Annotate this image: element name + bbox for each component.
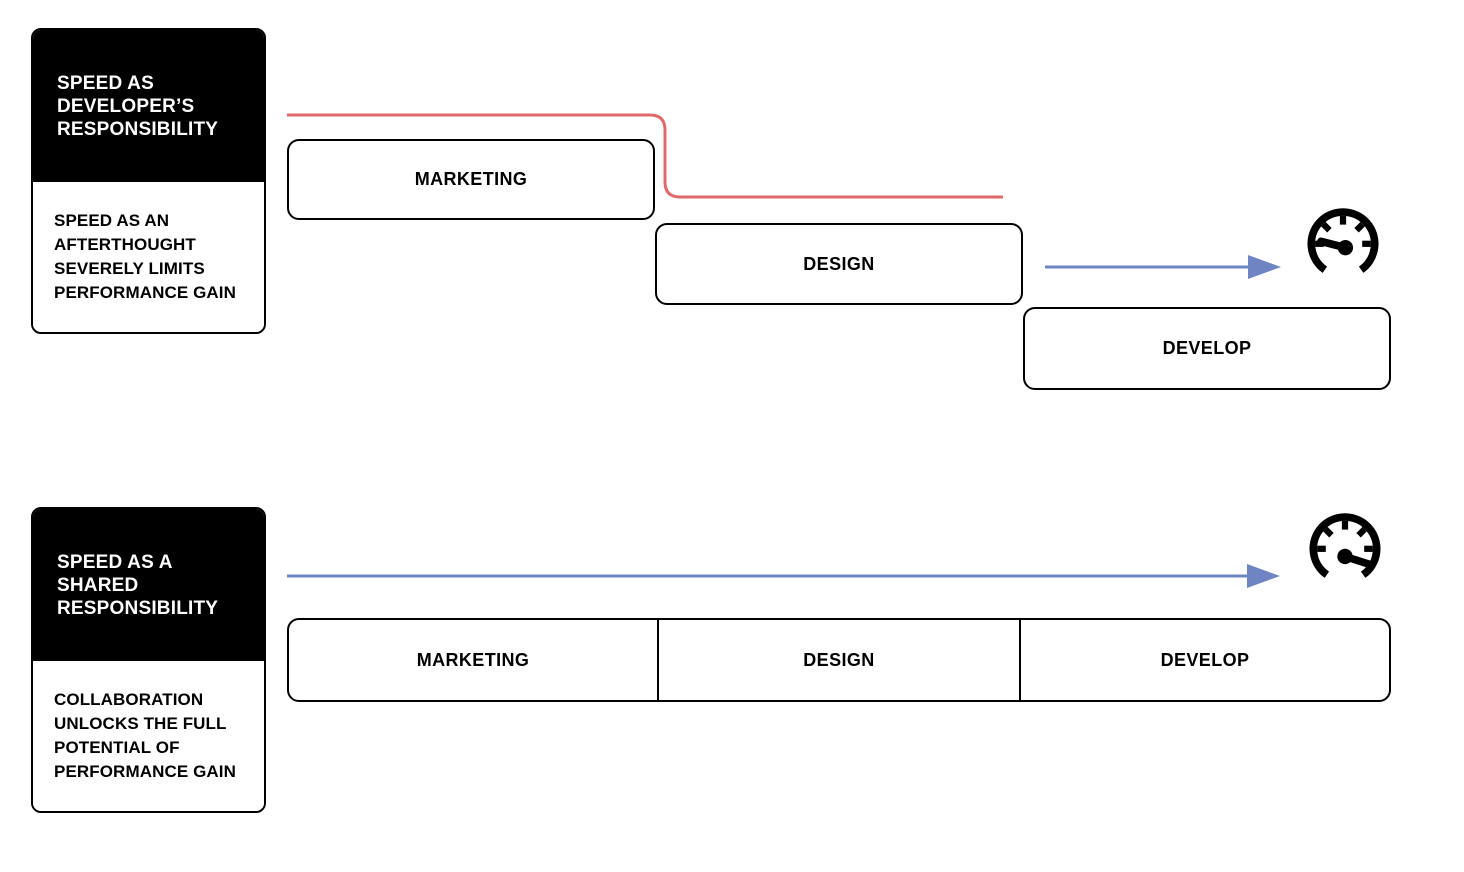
card-body-text: COLLABORATION UNLOCKS THE FULL POTENTIAL… bbox=[54, 690, 236, 781]
stage-cell-marketing: MARKETING bbox=[289, 620, 657, 700]
card-title: SPEED AS DEVELOPER’S RESPONSIBILITY bbox=[57, 72, 219, 140]
info-card-shared: SPEED AS A SHARED RESPONSIBILITY COLLABO… bbox=[31, 507, 266, 813]
stage-row: MARKETING DESIGN DEVELOP bbox=[287, 618, 1391, 702]
card-body-text: SPEED AS AN AFTERTHOUGHT SEVERELY LIMITS… bbox=[54, 211, 236, 302]
info-card-waterfall: SPEED AS DEVELOPER’S RESPONSIBILITY SPEE… bbox=[31, 28, 266, 334]
stage-box-develop: DEVELOP bbox=[1023, 307, 1391, 390]
card-header: SPEED AS DEVELOPER’S RESPONSIBILITY bbox=[33, 30, 264, 182]
performance-arrow bbox=[287, 564, 1280, 588]
card-body-section: SPEED AS AN AFTERTHOUGHT SEVERELY LIMITS… bbox=[33, 182, 264, 332]
stage-label: DESIGN bbox=[803, 253, 875, 274]
stage-cell-develop: DEVELOP bbox=[1021, 620, 1389, 700]
stage-label: MARKETING bbox=[414, 169, 528, 189]
stage-box-marketing: MARKETING bbox=[287, 139, 655, 220]
stage-label: DEVELOP bbox=[1160, 649, 1250, 670]
card-body-section: COLLABORATION UNLOCKS THE FULL POTENTIAL… bbox=[33, 661, 264, 811]
stage-cell-design: DESIGN bbox=[657, 620, 1021, 700]
stage-label: MARKETING bbox=[416, 649, 530, 670]
speedometer-high-icon bbox=[1309, 513, 1381, 578]
performance-arrow bbox=[1045, 255, 1281, 279]
handoff-delay-line bbox=[287, 113, 1003, 199]
speedometer-low-icon bbox=[1307, 208, 1379, 273]
stage-label: DESIGN bbox=[803, 649, 875, 670]
stage-label: DEVELOP bbox=[1162, 338, 1252, 358]
card-header: SPEED AS A SHARED RESPONSIBILITY bbox=[33, 509, 264, 661]
card-title: SPEED AS A SHARED RESPONSIBILITY bbox=[57, 551, 219, 619]
stage-box-design: DESIGN bbox=[655, 223, 1023, 305]
